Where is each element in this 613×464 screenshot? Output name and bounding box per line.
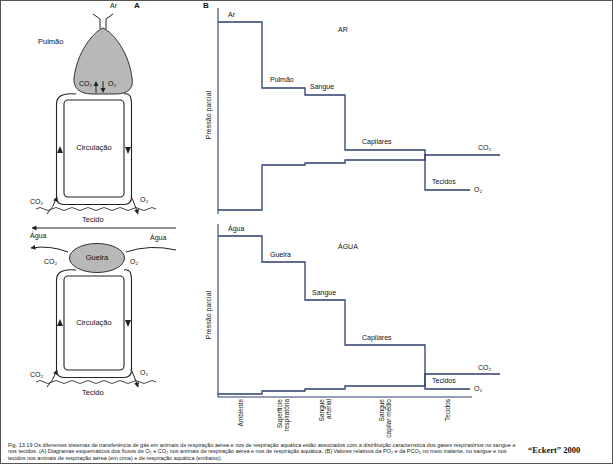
tissue-label: Tecido bbox=[82, 216, 104, 225]
gas-label: CO₂ bbox=[44, 258, 57, 266]
vessel-outer bbox=[57, 94, 132, 205]
panel-letter: B bbox=[203, 1, 209, 10]
tissue-label: Tecido bbox=[82, 389, 104, 398]
o2-curve bbox=[218, 22, 470, 190]
gas-arrow bbox=[94, 81, 99, 86]
gas-label: O₂ bbox=[130, 258, 138, 266]
gas-label: CO₂ bbox=[30, 371, 43, 379]
step-label: Guelra bbox=[270, 251, 291, 259]
curve-label: CO₂ bbox=[478, 364, 491, 372]
gas-label: O₂ bbox=[108, 80, 116, 88]
axis-category: Ambiente bbox=[237, 399, 244, 439]
circulation-loop: Circulação bbox=[56, 92, 132, 205]
axis-title: Pressão parcial bbox=[205, 265, 213, 365]
lung-shape bbox=[74, 28, 132, 94]
figure-caption: Fig. 13.19 Os diferentes sistemas de tra… bbox=[8, 442, 524, 461]
curve-label: O₂ bbox=[474, 385, 482, 393]
axis-category: Tecidos bbox=[444, 399, 451, 439]
chart-axis bbox=[217, 8, 218, 214]
co2-curve bbox=[218, 155, 500, 210]
step-label: Água bbox=[228, 225, 244, 233]
gill-organ: Guelra bbox=[69, 243, 125, 273]
trachea bbox=[106, 14, 113, 29]
vessel-inner bbox=[64, 276, 124, 370]
source-credit: “Eckert” 2000 bbox=[528, 446, 580, 456]
gill-shape bbox=[70, 244, 125, 273]
tissue bbox=[36, 208, 156, 384]
axis-category: Sangue capilar médio bbox=[378, 399, 393, 439]
gas-arrow bbox=[96, 85, 97, 93]
step-label: Ar bbox=[228, 11, 235, 19]
tissue bbox=[36, 381, 156, 384]
co2-curve bbox=[218, 374, 500, 394]
gas-arrow bbox=[131, 369, 138, 387]
co2-curve bbox=[218, 155, 500, 394]
step-label: Pulmão bbox=[270, 76, 294, 84]
flow-arrow bbox=[125, 320, 131, 327]
axis-category: Sangue arterial bbox=[318, 399, 333, 439]
gas-arrow bbox=[47, 197, 57, 214]
organ-label: Pulmão bbox=[38, 38, 63, 47]
step-label: Sangue bbox=[312, 289, 336, 297]
vessel-outer bbox=[57, 270, 132, 378]
step-label: Capilares bbox=[362, 334, 392, 342]
gas-label: O₂ bbox=[140, 196, 148, 204]
gas-label: CO₂ bbox=[30, 198, 43, 206]
curve-label: CO₂ bbox=[478, 144, 491, 152]
step-label: Tecidos bbox=[432, 377, 456, 385]
chart-heading: AR bbox=[338, 26, 348, 34]
panel-letter: A bbox=[134, 1, 140, 10]
water-flow bbox=[32, 228, 176, 229]
trachea bbox=[93, 14, 113, 29]
step-label: Capilares bbox=[362, 138, 392, 146]
water-flow bbox=[126, 247, 176, 252]
tissue bbox=[36, 208, 156, 211]
gas-label: O₂ bbox=[140, 369, 148, 377]
water-flow bbox=[31, 247, 68, 252]
step-label: Tecidos bbox=[432, 178, 456, 186]
o2-curve bbox=[218, 22, 470, 389]
vessel-inner bbox=[64, 100, 124, 197]
flow-arrow bbox=[57, 319, 63, 326]
step-label: Sangue bbox=[310, 83, 334, 91]
gas-arrow bbox=[101, 88, 106, 93]
gas-arrow bbox=[103, 81, 104, 89]
flow-arrow bbox=[125, 147, 131, 154]
chart-axis bbox=[218, 224, 472, 397]
gas-arrow bbox=[47, 370, 57, 387]
gas-arrow bbox=[131, 196, 138, 214]
organ-label: Guelra bbox=[86, 254, 109, 263]
medium-label: Ar bbox=[110, 2, 117, 10]
axis-category: Superfície respiratória bbox=[276, 399, 291, 439]
curve-label: O₂ bbox=[474, 186, 482, 194]
medium-label: Água bbox=[30, 232, 46, 240]
o2-curve bbox=[218, 236, 470, 389]
axis-title: Pressão parcial bbox=[205, 65, 213, 165]
flow-arrow bbox=[57, 146, 131, 327]
gas-arrow bbox=[47, 196, 138, 387]
medium-label: Água bbox=[150, 234, 166, 242]
circulation-loop: Circulação bbox=[56, 268, 132, 378]
chart-axis bbox=[218, 8, 472, 397]
organ-label: Circulação bbox=[76, 319, 111, 328]
chart-heading: ÁGUA bbox=[338, 243, 358, 251]
gas-label: CO₂ bbox=[79, 80, 92, 88]
organ-label: Circulação bbox=[76, 144, 111, 153]
trachea bbox=[93, 14, 100, 29]
flow-arrow bbox=[57, 146, 63, 153]
